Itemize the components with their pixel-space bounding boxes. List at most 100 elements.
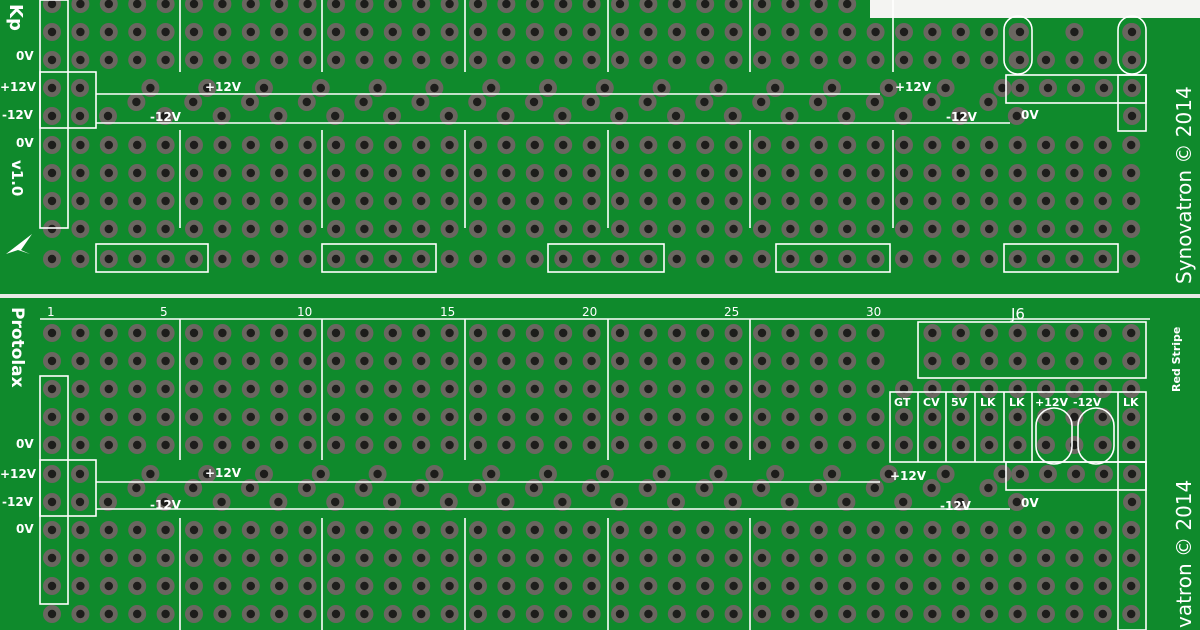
drill-hole (218, 55, 227, 65)
drill-hole (814, 140, 823, 150)
drill-hole (218, 224, 227, 234)
header-pin-label-minus12: -12V (1073, 396, 1102, 409)
drill-hole (786, 168, 795, 178)
drill-hole (1127, 27, 1137, 37)
drill-hole (275, 27, 284, 37)
drill-hole (814, 525, 823, 535)
drill-hole (786, 384, 795, 394)
drill-hole (928, 168, 937, 178)
drill-hole (899, 224, 909, 234)
drill-hole (47, 384, 57, 394)
drill-hole (559, 168, 568, 178)
drill-hole (161, 328, 170, 338)
drill-hole (189, 0, 199, 9)
drill-hole (729, 525, 738, 535)
drill-hole (757, 254, 767, 264)
drill-hole (1098, 581, 1108, 591)
drill-hole (502, 553, 511, 563)
drill-hole (417, 412, 426, 422)
drill-hole (76, 581, 85, 591)
drill-hole (75, 111, 85, 121)
drill-hole (388, 553, 397, 563)
drill-hole (814, 328, 823, 338)
drill-hole (1013, 196, 1022, 206)
drill-hole (941, 469, 950, 479)
drill-hole (274, 497, 283, 507)
drill-hole (47, 196, 57, 206)
drill-hole (75, 83, 85, 93)
drill-hole (133, 384, 142, 394)
drill-hole (133, 609, 142, 619)
drill-hole (417, 440, 426, 450)
drill-hole (559, 27, 568, 37)
drill-hole (331, 497, 340, 507)
drill-hole (700, 483, 709, 493)
drill-hole (104, 553, 114, 563)
drill-hole (899, 55, 909, 65)
drill-hole (928, 356, 937, 366)
drill-hole (104, 196, 114, 206)
drill-hole (615, 581, 625, 591)
drill-hole (672, 0, 681, 9)
drill-hole (843, 609, 852, 619)
drill-hole (445, 553, 454, 563)
drill-hole (1012, 497, 1021, 507)
drill-hole (814, 440, 823, 450)
drill-hole (1015, 55, 1025, 65)
drill-hole (786, 55, 795, 65)
drill-hole (189, 224, 199, 234)
drill-hole (388, 140, 397, 150)
drill-hole (473, 254, 483, 264)
drill-hole (246, 525, 255, 535)
drill-hole (1127, 553, 1136, 563)
drill-hole (956, 254, 965, 264)
drill-hole (701, 196, 710, 206)
drill-hole (189, 553, 199, 563)
drill-hole (76, 384, 85, 394)
drill-hole (701, 140, 710, 150)
drill-hole (417, 224, 426, 234)
drill-hole (529, 483, 539, 493)
drill-hole (785, 111, 794, 121)
drill-hole (871, 553, 880, 563)
drill-hole (47, 609, 57, 619)
drill-hole (360, 224, 369, 234)
drill-hole (189, 55, 199, 65)
drill-hole (615, 224, 625, 234)
drill-hole (473, 97, 482, 107)
drill-hole (47, 440, 57, 450)
drill-hole (303, 328, 312, 338)
drill-hole (701, 27, 710, 37)
drill-hole (246, 384, 255, 394)
drill-hole (672, 254, 681, 264)
drill-hole (502, 196, 511, 206)
drill-hole (76, 328, 85, 338)
drill-hole (871, 196, 880, 206)
drill-hole (843, 224, 852, 234)
drill-hole (1098, 356, 1108, 366)
drill-hole (331, 254, 341, 264)
drill-hole (644, 412, 653, 422)
drill-hole (871, 224, 880, 234)
drill-hole (644, 0, 653, 9)
drill-hole (388, 55, 397, 65)
drill-hole (600, 469, 609, 479)
drill-hole (899, 525, 909, 535)
drill-hole (360, 412, 369, 422)
bottom-title: Protolax (7, 307, 27, 388)
drill-hole (928, 140, 937, 150)
drill-hole (417, 55, 426, 65)
drill-hole (189, 525, 199, 535)
drill-hole (445, 168, 454, 178)
drill-hole (956, 412, 965, 422)
column-number-15: 15 (440, 305, 456, 319)
drill-hole (1070, 140, 1079, 150)
drill-hole (843, 27, 852, 37)
silkscreen-outline (1035, 407, 1073, 465)
drill-hole (417, 609, 426, 619)
drill-hole (103, 497, 113, 507)
drill-hole (189, 97, 198, 107)
top-rail-label-0v-a: 0V (16, 49, 34, 63)
drill-hole (1043, 83, 1053, 93)
